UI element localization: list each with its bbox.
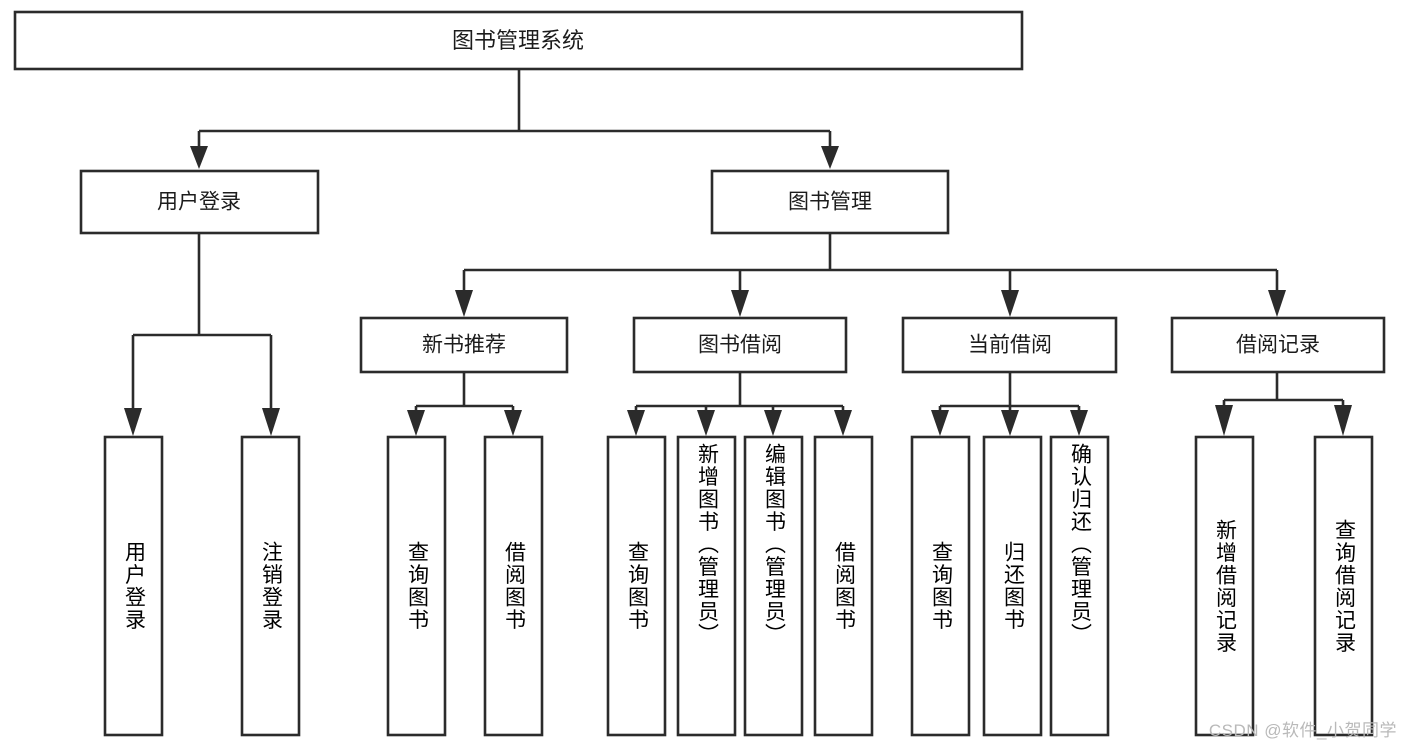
leaf-node[interactable]: 查询借阅记录 [1313,435,1374,737]
node-user-login[interactable]: 用户登录 [79,169,320,235]
leaf-label: 归还图书 [1001,541,1025,631]
leaf-label: 查询图书 [625,541,649,631]
leaf-label: 用户登录 [122,541,146,631]
leaf-node[interactable]: 借阅图书 [813,435,874,737]
arrow-head-icon [821,146,839,169]
arrow-head-icon [190,146,208,169]
arrow-head-icon [1334,405,1352,436]
leaf-node[interactable]: 新增借阅记录 [1194,435,1255,737]
leaf-label: 借阅图书 [832,541,856,631]
leaf-node[interactable]: 归还图书 [982,435,1043,737]
arrow-head-icon [407,410,425,436]
arrow-head-icon [1001,290,1019,317]
node-label-current-borrow: 当前借阅 [968,334,1052,357]
leaf-label: 确认归还（管理员） [1068,443,1092,646]
arrow-head-icon [124,408,142,436]
leaf-node[interactable]: 编辑图书（管理员） [743,435,804,737]
node-new-book-recommend[interactable]: 新书推荐 [359,316,569,374]
leaf-node[interactable]: 查询图书 [386,435,447,737]
leaf-label: 借阅图书 [502,541,526,631]
node-borrow-record[interactable]: 借阅记录 [1170,316,1386,374]
arrow-head-icon [1070,410,1088,436]
arrow-head-icon [834,410,852,436]
leaf-label: 编辑图书（管理员） [762,443,786,646]
node-label-borrow-record: 借阅记录 [1236,334,1320,357]
leaf-node[interactable]: 用户登录 [103,435,164,737]
leaf-node[interactable]: 查询图书 [910,435,971,737]
leaf-node[interactable]: 查询图书 [606,435,667,737]
arrow-head-icon [931,410,949,436]
node-label-root: 图书管理系统 [452,28,584,53]
node-book-borrow[interactable]: 图书借阅 [632,316,848,374]
node-current-borrow[interactable]: 当前借阅 [901,316,1118,374]
node-label-user-login: 用户登录 [157,191,241,214]
arrow-head-icon [627,410,645,436]
node-label-new-book-recommend: 新书推荐 [422,334,506,357]
leaf-label: 新增借阅记录 [1213,518,1237,654]
leaf-label: 查询借阅记录 [1332,518,1356,654]
leaf-node[interactable]: 注销登录 [240,435,301,737]
leaf-node[interactable]: 借阅图书 [483,435,544,737]
arrow-head-icon [262,408,280,436]
leaf-label: 注销登录 [259,541,283,631]
node-root-system[interactable]: 图书管理系统 [13,10,1024,71]
arrow-head-icon [1215,405,1233,436]
node-label-book-management: 图书管理 [788,191,872,214]
node-book-management[interactable]: 图书管理 [710,169,950,235]
arrow-head-icon [1268,290,1286,317]
leaf-label: 查询图书 [929,541,953,631]
leaf-label: 新增图书（管理员） [695,443,719,646]
leaf-node[interactable]: 新增图书（管理员） [676,435,737,737]
arrow-head-icon [731,290,749,317]
connectors-group [124,69,1352,436]
node-label-book-borrow: 图书借阅 [698,334,782,357]
arrow-head-icon [764,410,782,436]
arrow-head-icon [455,290,473,317]
leaf-node[interactable]: 确认归还（管理员） [1049,435,1110,737]
arrow-head-icon [697,410,715,436]
arrow-head-icon [1001,410,1019,436]
leaf-label: 查询图书 [405,541,429,631]
arrow-head-icon [504,410,522,436]
